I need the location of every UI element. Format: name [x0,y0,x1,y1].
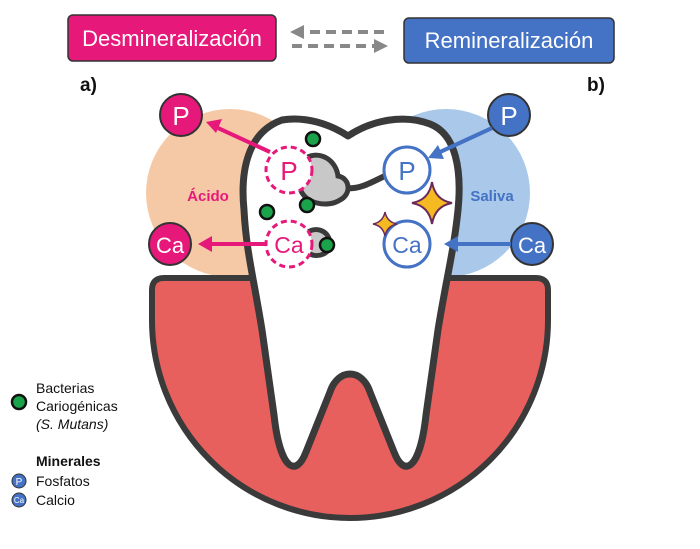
legend-bacteria-line3: (S. Mutans) [36,416,108,432]
saliva-calcium: Ca [510,222,554,266]
deposited-phosphate-label: P [398,156,415,186]
saliva-zone-label: Saliva [470,188,514,205]
legend-calcium-icon [11,492,27,508]
deposited-phosphate: P [382,145,432,195]
sparkle-icon [372,211,398,237]
lost-phosphate-label: P [280,156,297,186]
sparkle-icon [411,181,453,225]
lost-calcium: Ca [264,219,314,269]
legend-bacteria-icon [10,393,28,411]
demineralization-arrows [198,119,271,252]
saliva-phosphate: P [487,93,531,137]
arrow-left-head [290,25,304,39]
remineralization-label: Remineralización [425,28,594,53]
legend-bacteria-line1: Bacterias [36,380,94,396]
legend-bacteria-line2: Cariogénicas [36,398,118,414]
bacteria-group [258,130,336,254]
legend-minerals-title: Minerales [36,453,101,469]
bacterium [304,130,322,148]
tooth [239,115,463,470]
saliva-phosphate-label: P [500,101,517,131]
released-phosphate-label: P [172,101,189,131]
gum [149,275,551,521]
bacterium [298,196,316,214]
legend: Bacterias Cariogénicas (S. Mutans) Miner… [10,380,118,508]
lost-phosphate: P [264,145,314,195]
deposited-calcium-label: Ca [392,232,422,258]
legend-phosphate-icon [11,473,27,489]
released-phosphate: P [159,93,203,137]
legend-calcium-label: Calcio [36,492,75,508]
demineralization-header: Desmineralización [67,14,277,62]
released-calcium-label: Ca [156,233,185,258]
panel-label-b: b) [587,75,605,96]
legend-calcium-icon-label: Ca [14,496,25,505]
remineralization-header: Remineralización [403,17,615,64]
legend-phosphate-label: Fosfatos [36,473,90,489]
panel-label-a: a) [80,75,97,96]
acid-zone-label: Ácido [187,188,229,205]
saliva-calcium-label: Ca [518,233,547,258]
remineralization-arrows [428,126,511,252]
arrow-right-head [374,39,388,53]
lost-calcium-label: Ca [274,232,304,258]
bacterium [318,236,336,254]
deposited-calcium: Ca [382,219,432,269]
released-calcium: Ca [148,222,192,266]
process-arrows [292,30,384,48]
demineralization-label: Desmineralización [82,26,262,51]
legend-phosphate-icon-label: P [16,477,23,488]
bacterium [258,203,276,221]
